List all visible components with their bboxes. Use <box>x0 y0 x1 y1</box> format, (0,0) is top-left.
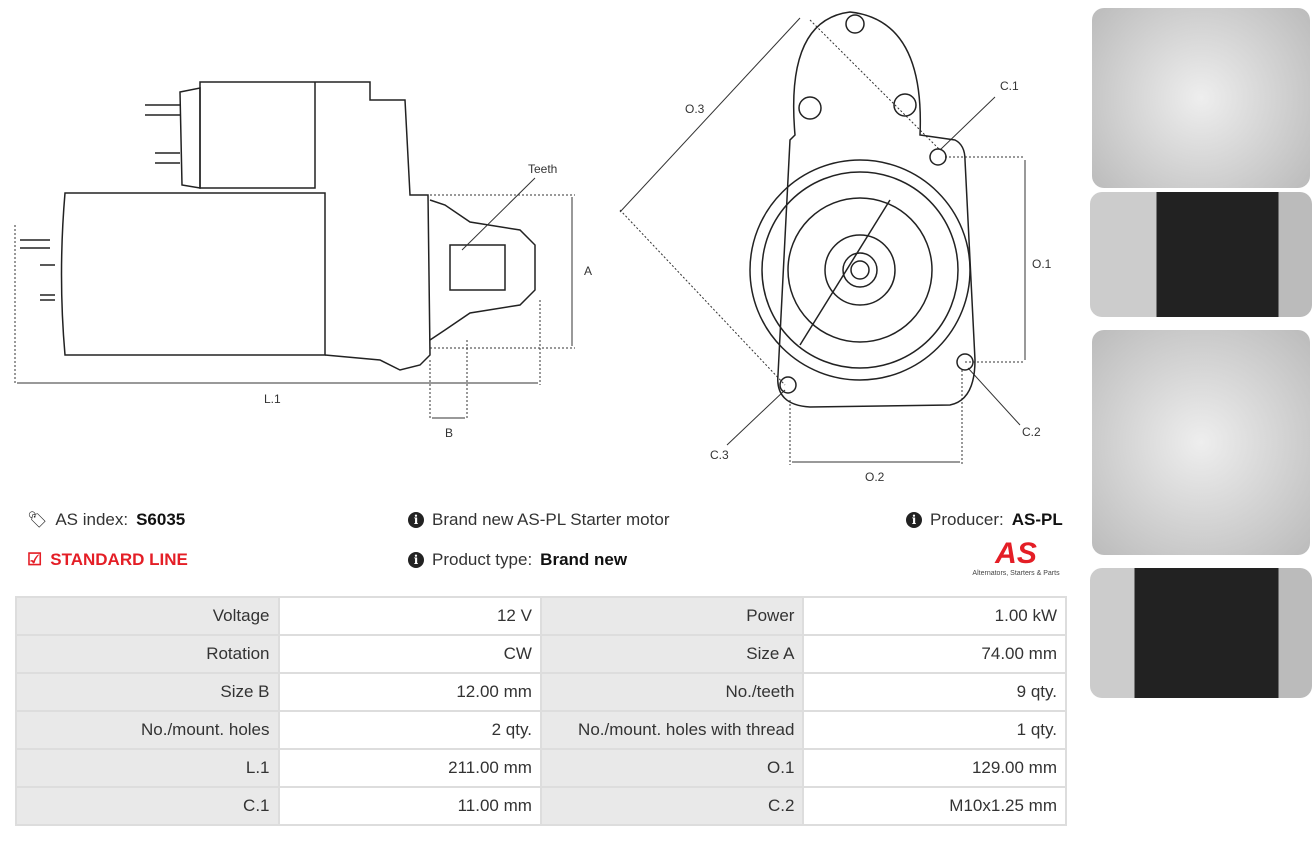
checkbox-icon: ☑ <box>27 550 43 569</box>
front-view <box>749 11 976 408</box>
spec-label: Rotation <box>15 634 280 674</box>
product-photo-top[interactable] <box>1090 568 1312 698</box>
spec-label: L.1 <box>15 748 280 788</box>
as-index-value: S6035 <box>136 510 186 529</box>
spec-value: 74.00 mm <box>802 634 1067 674</box>
label-c2: C.2 <box>1022 425 1041 439</box>
label-c3: C.3 <box>710 448 729 462</box>
product-type-value: Brand new <box>540 550 628 569</box>
spec-label: Size B <box>15 672 280 712</box>
spec-value: CW <box>277 634 542 674</box>
technical-drawing: Teeth A B L.1 O.1 O.2 O.3 C.1 C.2 C.3 <box>14 11 1052 484</box>
product-type-label: Product type: <box>432 550 533 569</box>
spec-value: 211.00 mm <box>277 748 542 788</box>
spec-value: 9 qty. <box>802 672 1067 712</box>
spec-label: Power <box>539 596 805 636</box>
standard-line: ☑ STANDARD LINE <box>27 550 188 570</box>
as-logo: AS Alternators, Starters & Parts <box>965 538 1067 577</box>
product-photo-rear[interactable] <box>1092 330 1310 555</box>
product-photo-front[interactable] <box>1092 8 1310 188</box>
spec-label: No./mount. holes <box>15 710 280 750</box>
product-photo-side[interactable] <box>1090 192 1312 317</box>
spec-value: 12 V <box>277 596 542 636</box>
spec-value: 129.00 mm <box>802 748 1067 788</box>
tags-icon: 🏷 <box>27 512 48 529</box>
spec-label: C.2 <box>539 786 805 826</box>
label-b: B <box>445 426 453 440</box>
spec-value: 2 qty. <box>277 710 542 750</box>
producer-label: Producer: <box>930 510 1004 529</box>
spec-label: No./teeth <box>539 672 805 712</box>
label-o3: O.3 <box>685 102 705 116</box>
info-icon: i <box>906 512 922 528</box>
label-c1: C.1 <box>1000 79 1019 93</box>
spec-label: O.1 <box>539 748 805 788</box>
spec-value: 11.00 mm <box>277 786 542 826</box>
producer: i Producer: AS-PL <box>906 510 1063 530</box>
producer-value: AS-PL <box>1011 510 1063 529</box>
spec-label: Size A <box>539 634 805 674</box>
as-index: 🏷 AS index: S6035 <box>27 510 185 530</box>
description: i Brand new AS-PL Starter motor <box>408 510 669 530</box>
spec-label: No./mount. holes with thread <box>539 710 805 750</box>
label-l1: L.1 <box>264 392 281 406</box>
label-o1: O.1 <box>1032 257 1052 271</box>
spec-value: M10x1.25 mm <box>802 786 1067 826</box>
label-o2: O.2 <box>865 470 885 484</box>
side-view <box>20 81 536 371</box>
spec-value: 12.00 mm <box>277 672 542 712</box>
spec-value: 1 qty. <box>802 710 1067 750</box>
spec-label: C.1 <box>15 786 280 826</box>
label-a: A <box>584 264 592 278</box>
spec-value: 1.00 kW <box>802 596 1067 636</box>
standard-line-label: STANDARD LINE <box>50 550 188 569</box>
label-teeth: Teeth <box>528 162 557 176</box>
description-text: Brand new AS-PL Starter motor <box>432 510 670 529</box>
info-icon: i <box>408 512 424 528</box>
info-icon: i <box>408 552 424 568</box>
product-type: i Product type: Brand new <box>408 550 627 570</box>
as-index-label: AS index: <box>55 510 129 529</box>
spec-label: Voltage <box>15 596 280 636</box>
